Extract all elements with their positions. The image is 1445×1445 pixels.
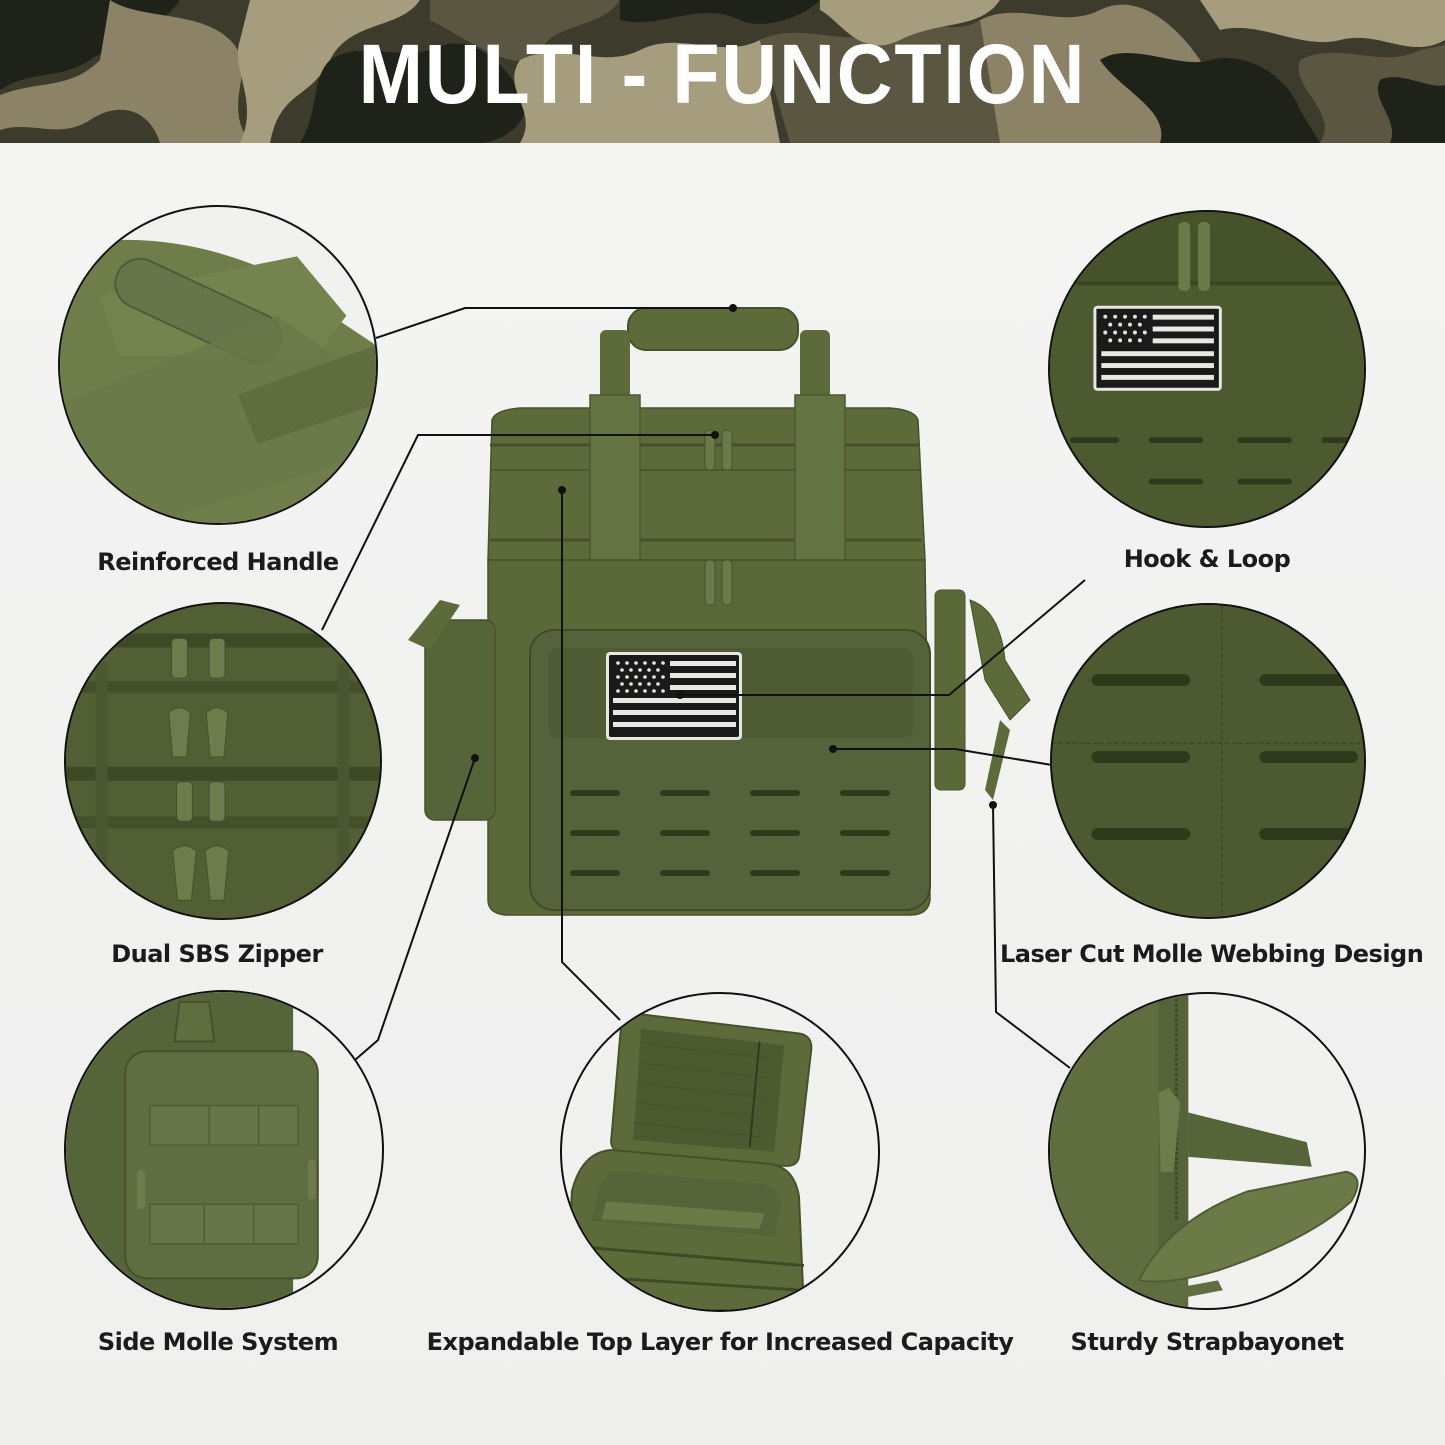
callout-reinforced-handle-image xyxy=(58,205,378,525)
product-bag-image xyxy=(400,300,1050,950)
label-expandable-top: Expandable Top Layer for Increased Capac… xyxy=(426,1328,1014,1356)
label-reinforced-handle: Reinforced Handle xyxy=(97,548,339,576)
label-side-molle: Side Molle System xyxy=(97,1328,339,1356)
camo-banner: MULTI - FUNCTION xyxy=(0,0,1445,143)
banner-title: MULTI - FUNCTION xyxy=(358,27,1087,121)
label-dual-sbs-zipper: Dual SBS Zipper xyxy=(111,940,323,968)
callout-expandable-top-image xyxy=(560,992,880,1312)
label-strap-bayonet: Sturdy Strapbayonet xyxy=(1070,1328,1344,1356)
callout-laser-cut-molle-image xyxy=(1050,603,1366,919)
callout-strap-bayonet-image xyxy=(1048,992,1366,1310)
camo-pattern xyxy=(0,0,1445,143)
callout-side-molle-image xyxy=(64,990,384,1310)
label-laser-cut-molle: Laser Cut Molle Webbing Design xyxy=(1000,940,1424,968)
callout-dual-sbs-zipper-image xyxy=(64,602,382,920)
label-hook-loop: Hook & Loop xyxy=(1123,545,1291,573)
callout-hook-loop-image xyxy=(1048,210,1366,528)
